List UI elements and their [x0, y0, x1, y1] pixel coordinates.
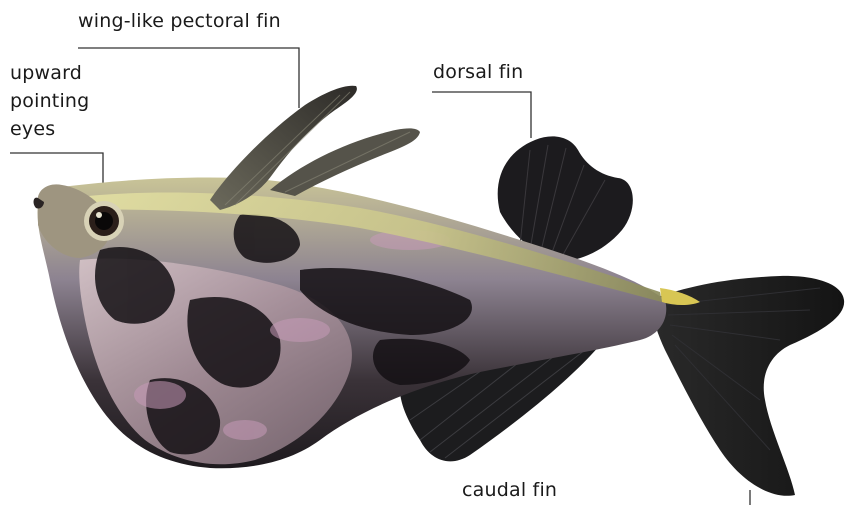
label-dorsal-fin: dorsal fin — [433, 60, 523, 85]
dorsal-leader-line — [432, 92, 531, 138]
label-pectoral-fin: wing-like pectoral fin — [78, 9, 281, 34]
fish-eye — [84, 201, 124, 241]
pectoral-leader-line — [78, 48, 299, 108]
label-upward-pointing-eyes: upward pointing eyes — [10, 59, 89, 143]
caudal-fin — [650, 276, 844, 496]
label-caudal-fin: caudal fin — [462, 478, 557, 503]
